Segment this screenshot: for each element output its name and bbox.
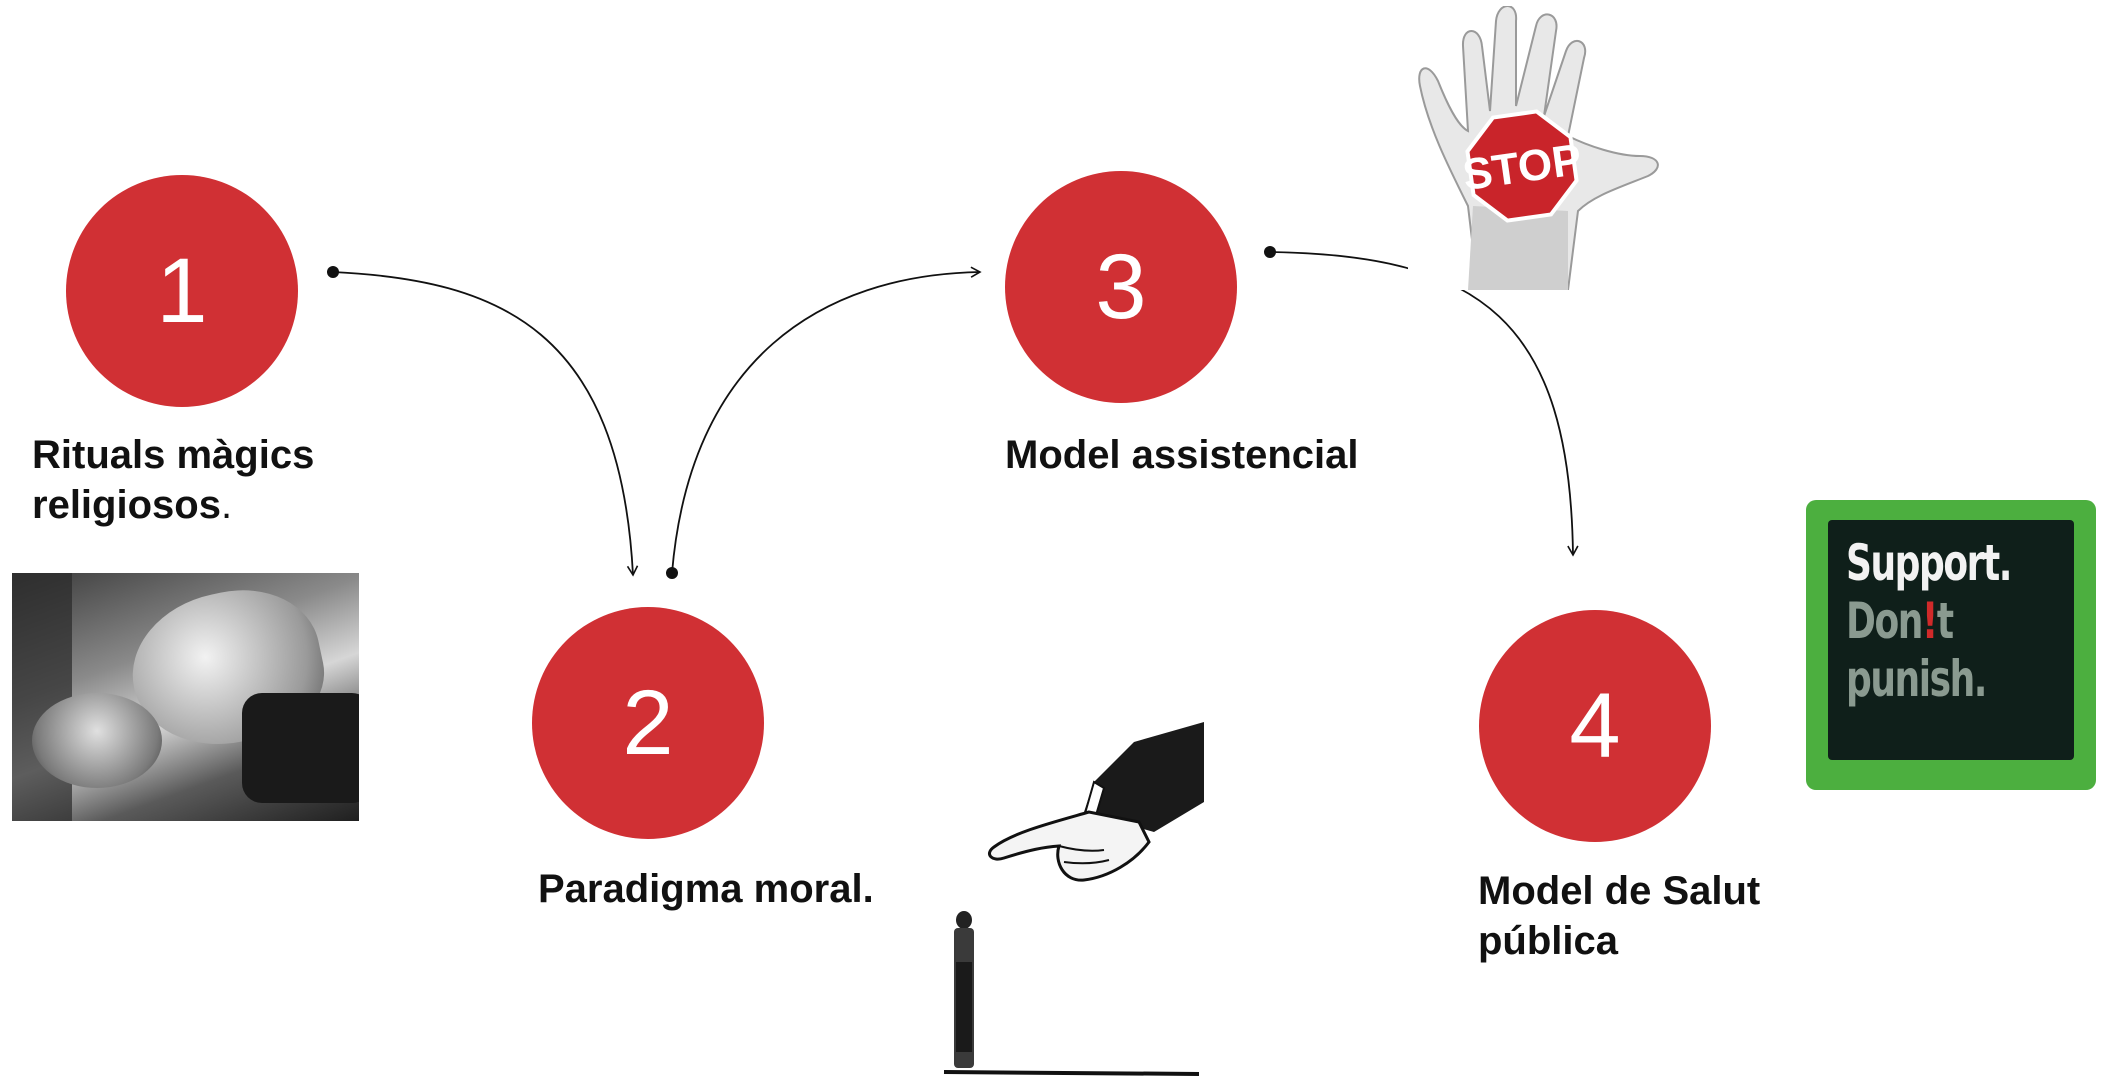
step-3-label: Model assistencial xyxy=(1005,433,1359,477)
step-2-circle: 2 xyxy=(532,607,764,839)
step-1-label-bold: Rituals màgics religiosos xyxy=(32,433,315,527)
arrow-2-to-3 xyxy=(666,266,982,579)
step-4-label: Model de Salut pública xyxy=(1478,869,1761,963)
logo-line-dont: Don!t xyxy=(1846,592,1954,650)
stop-hand-image: STOP xyxy=(1408,6,1670,290)
arrow-1-to-2 xyxy=(327,266,639,577)
step-4-circle: 4 xyxy=(1479,610,1711,842)
pointing-finger-illustration xyxy=(934,722,1204,1081)
logo-line-support: Support. xyxy=(1846,534,2012,592)
ritual-photo xyxy=(12,573,359,821)
step-1-circle: 1 xyxy=(66,175,298,407)
logo-line-punish: punish. xyxy=(1846,650,1987,708)
step-2-label: Paradigma moral. xyxy=(538,867,874,911)
step-4-number: 4 xyxy=(1569,674,1621,777)
step-1-label: Rituals màgics religiosos. xyxy=(32,430,362,530)
support-dont-punish-logo: Support. Don!t punish. xyxy=(1806,500,2096,790)
step-3-circle: 3 xyxy=(1005,171,1237,403)
step-1-label-period: . xyxy=(220,483,233,527)
arrow-3-to-4 xyxy=(1264,246,1579,557)
step-3-number: 3 xyxy=(1095,235,1147,338)
step-1-number: 1 xyxy=(156,239,208,342)
step-2-number: 2 xyxy=(622,671,674,774)
